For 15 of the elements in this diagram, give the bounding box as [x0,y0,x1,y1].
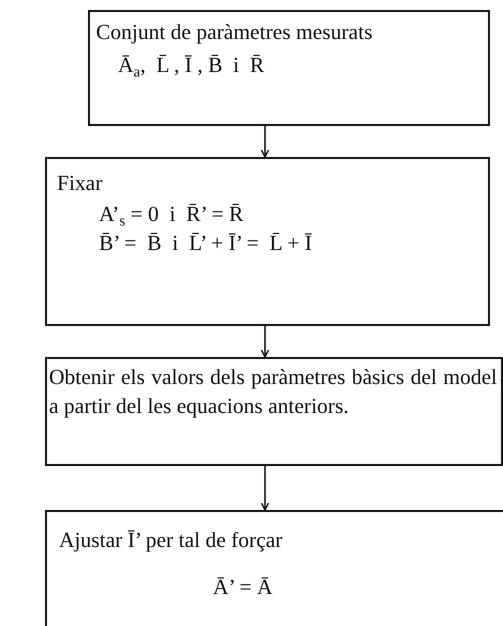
box-heading: Ajustar Ī’ per tal de forçar [59,527,282,554]
process-box [45,157,490,326]
box-text: Obtenir els valors dels paràmetres bàsics del model a partir del les equacions anteriors. [49,364,497,420]
process-box [88,10,490,126]
process-box [45,357,503,466]
equation-text: B̄’ = B̄ i L̄’ + Ī’ = L̄ + Ī [99,230,312,258]
arrow [260,326,270,358]
equation-text: Ā$_{a}$, L̄ , Ī , B̄ i R̄ [118,52,264,80]
equation-text: Ā’ = Ā [213,574,272,602]
arrow [260,466,270,511]
arrow [260,126,270,158]
box-heading: Fixar [57,170,102,197]
equation-text: A’$_{s}$ = 0 i R̄’ = R̄ [99,201,244,230]
process-box [45,510,503,626]
box-heading: Conjunt de paràmetres mesurats [96,19,372,46]
